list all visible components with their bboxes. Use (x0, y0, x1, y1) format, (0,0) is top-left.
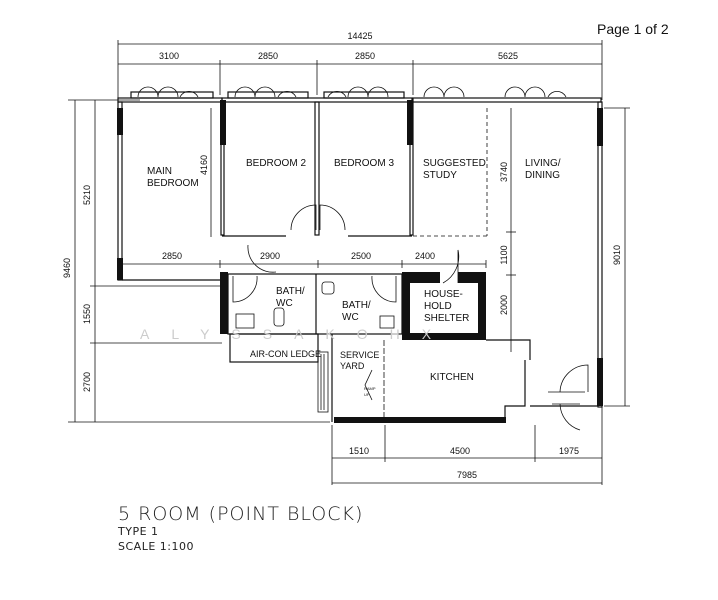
bottom-dimensions: 1510 4500 1975 7985 (331, 406, 603, 485)
dim-left-1: 5210 (82, 185, 92, 205)
page-indicator: Page 1 of 2 (597, 21, 669, 37)
label-main-bedroom-1: MAIN (147, 166, 172, 177)
dim-top-4: 5625 (498, 51, 518, 61)
label-aircon-ledge: AIR-CON LEDGE (250, 349, 321, 359)
dim-top-3: 2850 (355, 51, 375, 61)
label-shelter-3: SHELTER (424, 313, 469, 324)
label-shelter-2: HOLD (424, 301, 452, 312)
dim-mid-2: 2900 (260, 251, 280, 261)
plan-scale: SCALE 1:100 (118, 540, 194, 553)
label-main-bedroom-2: BEDROOM (147, 178, 199, 189)
dim-left-total: 9460 (62, 258, 72, 278)
label-living-1: LIVING/ (525, 158, 561, 169)
dim-mid-3: 2500 (351, 251, 371, 261)
dim-right-total: 9010 (612, 245, 622, 265)
dim-left-3: 2700 (82, 372, 92, 392)
dim-bottom-2: 4500 (450, 446, 470, 456)
top-dimensions: 14425 3100 2850 2850 5625 (117, 31, 603, 100)
dim-bedroom2-depth: 4160 (199, 155, 209, 175)
dim-living-2: 1100 (499, 245, 509, 264)
label-ramp-2: UP (364, 392, 370, 397)
dim-left-2: 1550 (82, 304, 92, 324)
label-study-2: STUDY (423, 170, 457, 181)
dim-mid-4: 2400 (415, 251, 435, 261)
room-labels: MAIN BEDROOM BEDROOM 2 BEDROOM 3 SUGGEST… (147, 158, 561, 397)
plan-type: TYPE 1 (117, 525, 159, 538)
label-bath2-2: WC (342, 312, 359, 323)
dim-top-2: 2850 (258, 51, 278, 61)
walls (117, 86, 603, 431)
label-bedroom-2: BEDROOM 2 (246, 158, 306, 169)
watermark: ALYSSAKOHX (140, 326, 453, 342)
dim-bottom-total: 7985 (457, 470, 477, 480)
label-bath1-2: WC (276, 298, 293, 309)
dim-living-1: 3740 (499, 162, 509, 182)
label-study-1: SUGGESTED (423, 158, 486, 169)
dim-bottom-3: 1975 (559, 446, 579, 456)
label-bedroom-3: BEDROOM 3 (334, 158, 394, 169)
label-bath2-1: BATH/ (342, 300, 371, 311)
label-service-yard-1: SERVICE (340, 350, 379, 360)
label-bath1-1: BATH/ (276, 286, 305, 297)
left-dimensions: 9460 5210 1550 2700 (62, 99, 330, 423)
dim-bottom-1: 1510 (349, 446, 369, 456)
label-service-yard-2: YARD (340, 361, 365, 371)
label-living-2: DINING (525, 170, 560, 181)
right-dimensions: 9010 3740 1100 2000 4160 (199, 107, 630, 407)
label-kitchen: KITCHEN (430, 372, 474, 383)
mid-dimensions: 2850 2900 2500 2400 (120, 251, 487, 268)
label-ramp-1: RAMP (364, 386, 376, 391)
dim-overall-width: 14425 (347, 31, 372, 41)
dim-top-1: 3100 (159, 51, 179, 61)
dim-living-3: 2000 (499, 295, 509, 315)
plan-title: 5 ROOM (POINT BLOCK) (118, 503, 363, 525)
dim-mid-1: 2850 (162, 251, 182, 261)
label-shelter-1: HOUSE- (424, 289, 463, 300)
